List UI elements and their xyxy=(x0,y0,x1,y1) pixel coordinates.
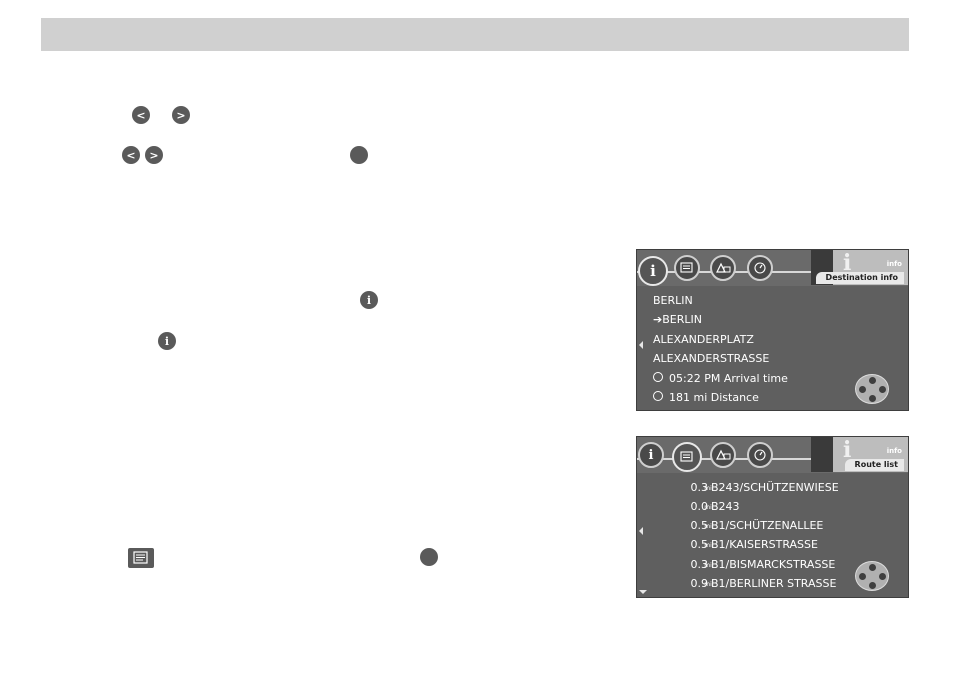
destination-line: ➔BERLIN xyxy=(653,313,702,326)
info-button: i xyxy=(360,291,378,309)
route-distance: 0.9 xyxy=(690,577,709,590)
route-list-icon xyxy=(128,548,154,568)
ok-button xyxy=(350,146,368,164)
divider xyxy=(637,271,908,273)
route-distance: 0.0 xyxy=(690,500,709,513)
destination-info-screen: i i info Destination info BERLIN ➔BERLIN… xyxy=(636,249,909,411)
route-road: B1/BISMARCKSTRASSE xyxy=(711,558,836,571)
destination-line: ALEXANDERPLATZ xyxy=(653,333,754,346)
dpad-icon[interactable] xyxy=(855,374,889,404)
left-arrow-button: < xyxy=(122,146,140,164)
ok-button xyxy=(420,548,438,566)
destination-line: ALEXANDERSTRASSE xyxy=(653,352,770,365)
route-unit: mi xyxy=(704,562,712,569)
screen-title: Destination info xyxy=(815,272,904,284)
distance-line: 181 mi Distance xyxy=(653,391,759,405)
header-bar xyxy=(41,18,909,51)
route-list-screen: i i info Route list 0.3 mi B243/SCHÜTZEN… xyxy=(636,436,909,598)
route-road: B243 xyxy=(711,500,740,513)
scroll-left-arrow-icon[interactable] xyxy=(639,341,643,349)
scroll-left-arrow-icon[interactable] xyxy=(639,527,643,535)
route-list-tab-icon[interactable] xyxy=(672,442,702,472)
route-list-tab-icon[interactable] xyxy=(674,255,700,281)
route-distance: 0.3 xyxy=(690,481,709,494)
route-unit: mi xyxy=(704,523,712,530)
info-button: i xyxy=(158,332,176,350)
traffic-tab-icon[interactable] xyxy=(710,442,736,468)
banner-label: info xyxy=(886,260,902,268)
arrival-time-text: 05:22 PM Arrival time xyxy=(669,372,788,385)
route-road: B1/BERLINER STRASSE xyxy=(711,577,837,590)
distance-icon xyxy=(653,391,663,401)
route-distance: 0.3 xyxy=(690,558,709,571)
route-road: B1/SCHÜTZENALLEE xyxy=(711,519,824,532)
route-unit: mi xyxy=(704,504,712,511)
route-unit: mi xyxy=(704,542,712,549)
right-arrow-button: > xyxy=(145,146,163,164)
clock-icon xyxy=(653,372,663,382)
dpad-icon[interactable] xyxy=(855,561,889,591)
info-tab-icon[interactable]: i xyxy=(638,256,668,286)
route-distance: 0.5 xyxy=(690,538,709,551)
banner-label: info xyxy=(886,447,902,455)
info-logo-icon: i xyxy=(843,250,852,276)
divider xyxy=(637,458,908,460)
compass-tab-icon[interactable] xyxy=(747,255,773,281)
distance-text: 181 mi Distance xyxy=(669,391,759,404)
route-road: B1/KAISERSTRASSE xyxy=(711,538,818,551)
screen-title: Route list xyxy=(844,459,904,471)
right-arrow-button: > xyxy=(172,106,190,124)
info-tab-icon[interactable]: i xyxy=(638,442,664,468)
route-road: B243/SCHÜTZENWIESE xyxy=(711,481,839,494)
traffic-tab-icon[interactable] xyxy=(710,255,736,281)
destination-line: BERLIN xyxy=(653,294,693,307)
scroll-down-arrow-icon[interactable] xyxy=(639,590,647,594)
info-logo-icon: i xyxy=(843,437,852,463)
route-unit: mi xyxy=(704,485,712,492)
route-unit: mi xyxy=(704,581,712,588)
route-distance: 0.5 xyxy=(690,519,709,532)
arrival-time-line: 05:22 PM Arrival time xyxy=(653,372,788,386)
left-arrow-button: < xyxy=(132,106,150,124)
compass-tab-icon[interactable] xyxy=(747,442,773,468)
